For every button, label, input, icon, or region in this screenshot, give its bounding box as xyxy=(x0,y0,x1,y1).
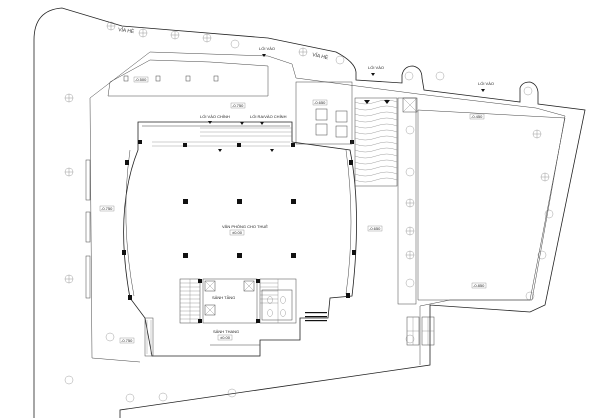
ramp-hatched xyxy=(354,97,418,305)
level-top-middle: -0.750 xyxy=(232,103,244,108)
parking-bays xyxy=(406,316,435,346)
level-stair: ±0.00 xyxy=(220,335,231,340)
label-entrance-main: LỐI VÀO CHÍNH xyxy=(200,114,230,119)
right-yard xyxy=(417,109,566,301)
label-entrance-1: LỐI VÀO xyxy=(259,46,275,51)
level-right-lower: -0.850 xyxy=(473,283,485,288)
level-bottom-left: -0.750 xyxy=(121,338,133,343)
text-labels: VỈA HÈ VỈA HÈ LỐI VÀO LỐI VÀO LỐI VÀO LỐ… xyxy=(118,26,494,334)
label-exit-main: LỐI RA/VÀO CHÍNH xyxy=(250,114,287,119)
elevator-core xyxy=(198,278,260,324)
upper-room-boxes xyxy=(295,81,353,145)
label-elevator-lobby: SẢNH THANG xyxy=(213,329,239,334)
core-stairs xyxy=(179,278,297,324)
site-boundary xyxy=(33,7,586,418)
level-hall: ±0.00 xyxy=(232,230,243,235)
label-via-he: VỈA HÈ xyxy=(118,26,136,35)
level-top-right: -0.650 xyxy=(314,100,326,105)
label-entrance-2: LỐI VÀO xyxy=(368,65,384,70)
left-facade-windows xyxy=(85,159,91,299)
elevation-markers: -0.500 -0.750 -0.650 ±0.00 -0.750 -0.750… xyxy=(99,76,487,344)
label-entrance-3: LỐI VÀO xyxy=(478,81,494,86)
main-building xyxy=(123,121,357,357)
level-left-side: -0.750 xyxy=(101,206,113,211)
structural-columns xyxy=(122,140,356,300)
level-right-upper: -0.450 xyxy=(471,114,483,119)
tree-cross-marks xyxy=(65,22,549,283)
level-top-left: -0.500 xyxy=(135,77,147,82)
label-via-he-2: VỈA HÈ xyxy=(312,51,330,61)
label-main-hall: VĂN PHÒNG CHO THUÊ xyxy=(222,224,268,229)
toilet-block xyxy=(261,289,327,322)
flow-arrows xyxy=(208,54,485,152)
level-right-parking: -0.650 xyxy=(369,226,381,231)
entrance-ramp xyxy=(144,317,260,357)
top-left-annex xyxy=(107,59,269,97)
label-stair-hall: SẢNH TẦNG xyxy=(212,295,235,300)
